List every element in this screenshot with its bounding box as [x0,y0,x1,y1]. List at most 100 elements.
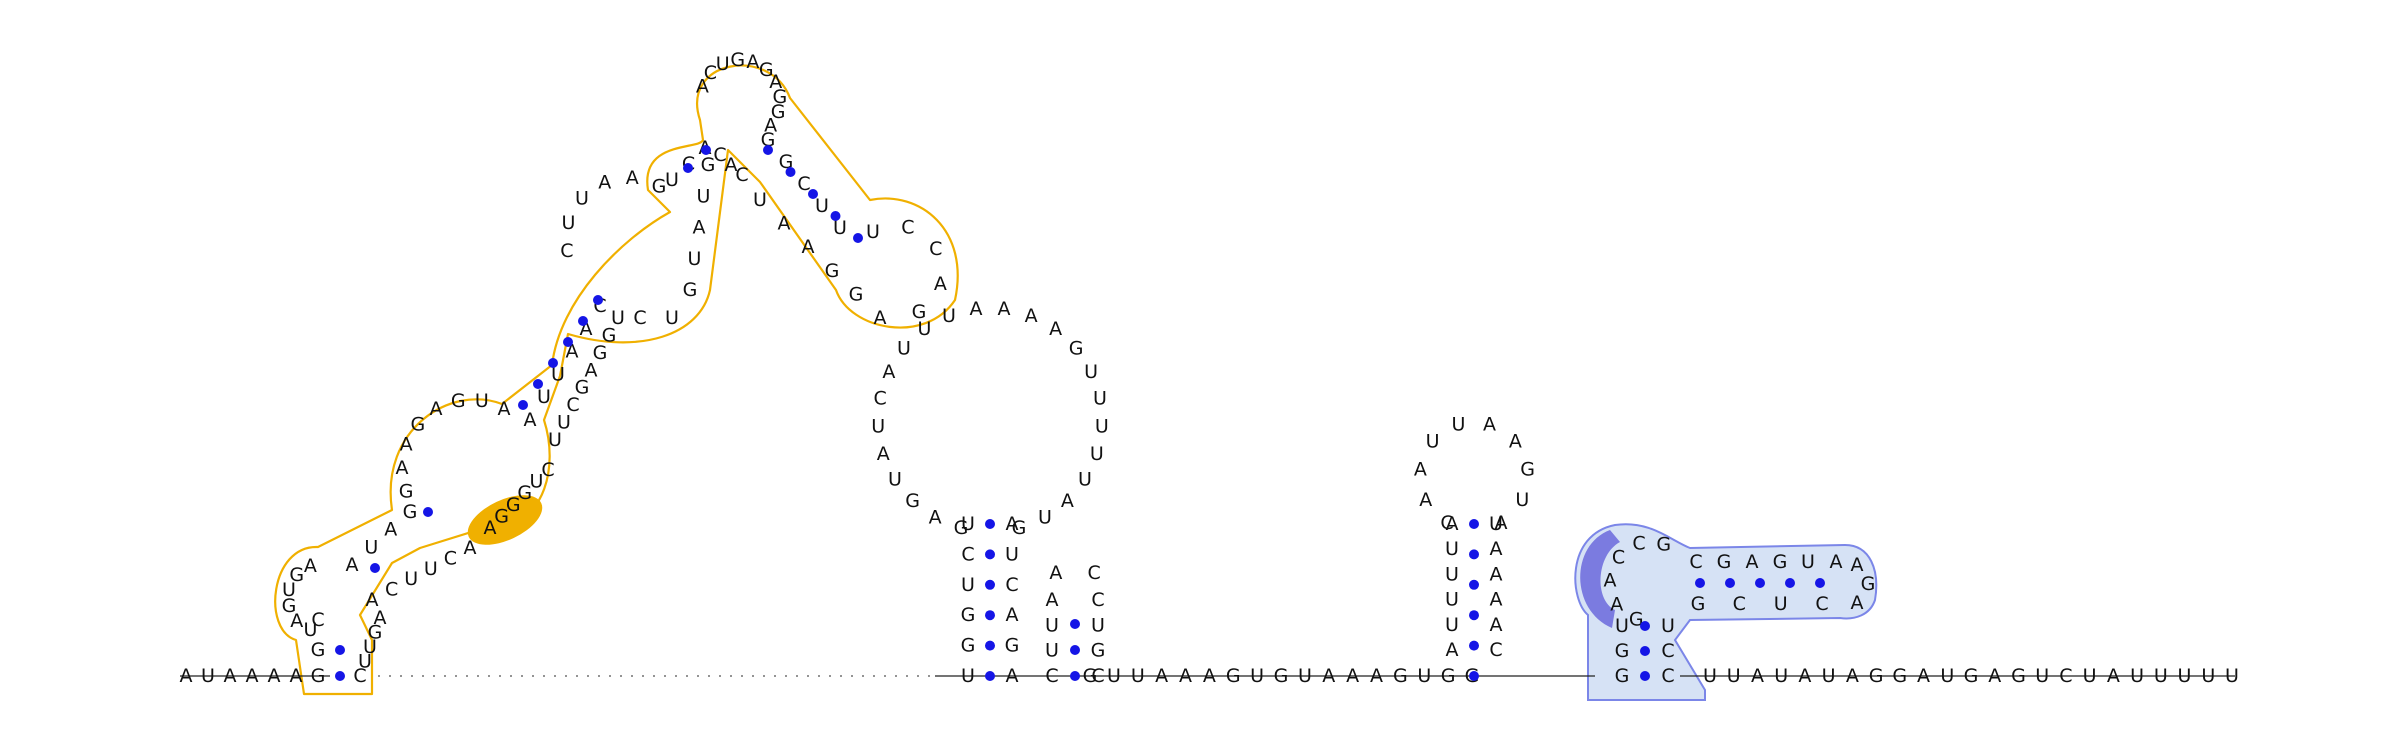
domain1-nucleotide: U [611,307,625,329]
domain1-nucleotide: U [716,53,730,75]
domain1-nucleotide: U [575,188,589,210]
baseline-linker-nucleotide: A [1179,665,1192,687]
hairpin4-nucleotide: A [1509,430,1522,452]
hairpin5-nucleotide: C [1661,665,1674,687]
domain1-nucleotide: G [411,413,426,435]
domain1-pair-dot [335,671,345,681]
baseline-5prime-nucleotide: U [201,665,215,687]
domain1-nucleotide: U [551,363,565,385]
domain1-nucleotide: A [725,154,738,176]
hairpin5-nucleotide: U [1615,615,1629,637]
domain1-nucleotide: A [934,273,947,295]
baseline-3prime-nucleotide: U [2225,665,2239,687]
hairpin2-nucleotide: A [1049,318,1062,340]
baseline-5prime-nucleotide: G [311,665,326,687]
hairpin4-nucleotide: U [1445,614,1459,636]
hairpin2-nucleotide: U [1084,361,1098,383]
domain-5-outline [1574,523,1878,701]
hairpin2-nucleotide: U [961,574,975,596]
domain1-nucleotide: C [385,579,398,601]
baseline-linker-nucleotide: U [1131,665,1145,687]
domain1-nucleotide: A [374,607,387,629]
domain1-nucleotide: A [769,71,782,93]
domain1-nucleotide: A [524,409,537,431]
domain1-nucleotide: A [746,51,759,73]
hairpin3-nucleotide: U [1045,640,1059,662]
domain1-nucleotide: C [704,62,717,84]
baseline-linker-nucleotide: U [1298,665,1312,687]
hairpin3-nucleotide: A [1049,562,1062,584]
hairpin5-nucleotide: A [1851,592,1864,614]
domain1-nucleotide: U [833,217,847,239]
hairpin5-nucleotide: A [1851,554,1864,576]
domain1-pair-dot [853,233,863,243]
hairpin2-pair-dot [985,579,995,590]
hairpin5-nucleotide: G [1656,533,1671,555]
domain1-nucleotide: U [697,185,711,207]
baseline-3prime-nucleotide: U [2178,665,2192,687]
hairpin5-pair-dot [1815,578,1825,588]
hairpin2-pair-dot [985,549,995,560]
domain1-nucleotide: G [602,324,617,346]
hairpin4-nucleotide: A [1483,413,1496,435]
domain1-nucleotide: U [537,386,551,408]
hairpin5-nucleotide: A [1604,570,1617,592]
domain1-nucleotide: G [494,505,509,527]
baseline-5prime-nucleotide: A [180,665,193,687]
hairpin4-nucleotide: G [1520,459,1535,481]
domain1-nucleotide: G [773,86,788,108]
hairpin4-nucleotide: A [1490,589,1503,611]
domain1-nucleotide: G [451,390,466,412]
domain1-pair-dot [683,163,693,173]
hairpin2-nucleotide: U [1095,415,1109,437]
domain1-nucleotide: U [688,248,702,270]
hairpin2-nucleotide: U [961,513,975,535]
baseline-3prime-nucleotide: A [1917,665,1930,687]
domain1-nucleotide: G [825,260,840,282]
hairpin4-pair-dot [1469,640,1479,651]
hairpin2-nucleotide: G [1005,635,1020,657]
hairpin4-nucleotide: A [1446,639,1459,661]
baseline-3prime-nucleotide: U [2154,665,2168,687]
domain1-pair-dot [578,316,588,326]
domain1-nucleotide: G [403,501,418,523]
domain1-pair-dot [370,563,380,573]
hairpin5-nucleotide: C [1689,551,1702,573]
domain1-nucleotide: A [585,359,598,381]
hairpin5-nucleotide: G [1861,573,1876,595]
hairpin4-nucleotide: A [1495,512,1508,534]
baseline-3prime-nucleotide: U [2035,665,2049,687]
hairpin3-nucleotide: C [1091,589,1104,611]
domain1-pair-dot [518,400,528,410]
hairpin5-pair-dot [1695,578,1705,588]
domain1-nucleotide: A [764,115,777,137]
hairpin2-nucleotide: G [961,635,976,657]
domain-5-highlight [1574,523,1878,701]
baseline-3prime-nucleotide: U [2130,665,2144,687]
hairpin2-nucleotide: A [1025,305,1038,327]
hairpin4-nucleotide: U [1515,489,1529,511]
baseline-5prime-nucleotide: A [224,665,237,687]
domain1-nucleotide: U [815,195,829,217]
hairpin2-nucleotide: U [897,337,911,359]
domain1-pair-dot [335,645,345,655]
hairpin3-nucleotide: U [1045,614,1059,636]
domain1-nucleotide: C [353,665,366,687]
hairpin2-nucleotide: G [905,490,920,512]
baseline-linker-nucleotide: A [1322,665,1335,687]
hairpin2-nucleotide: U [1078,468,1092,490]
domain1-nucleotide: A [346,554,359,576]
domain1-nucleotide: G [593,342,608,364]
hairpin5-nucleotide: G [1717,551,1732,573]
domain1-nucleotide: G [849,283,864,305]
baseline-linker-nucleotide: A [1203,665,1216,687]
hairpin2-nucleotide: A [1006,665,1019,687]
domain1-pair-dot [548,358,558,368]
hairpin4-nucleotide: U [1452,413,1466,435]
hairpin5-pair-dot [1640,671,1650,681]
domain1-nucleotide: U [557,412,571,434]
domain1-nucleotide: G [517,482,532,504]
domain1-nucleotide: U [363,636,377,658]
domain1-nucleotide: C [797,173,810,195]
domain1-nucleotide: U [358,651,372,673]
